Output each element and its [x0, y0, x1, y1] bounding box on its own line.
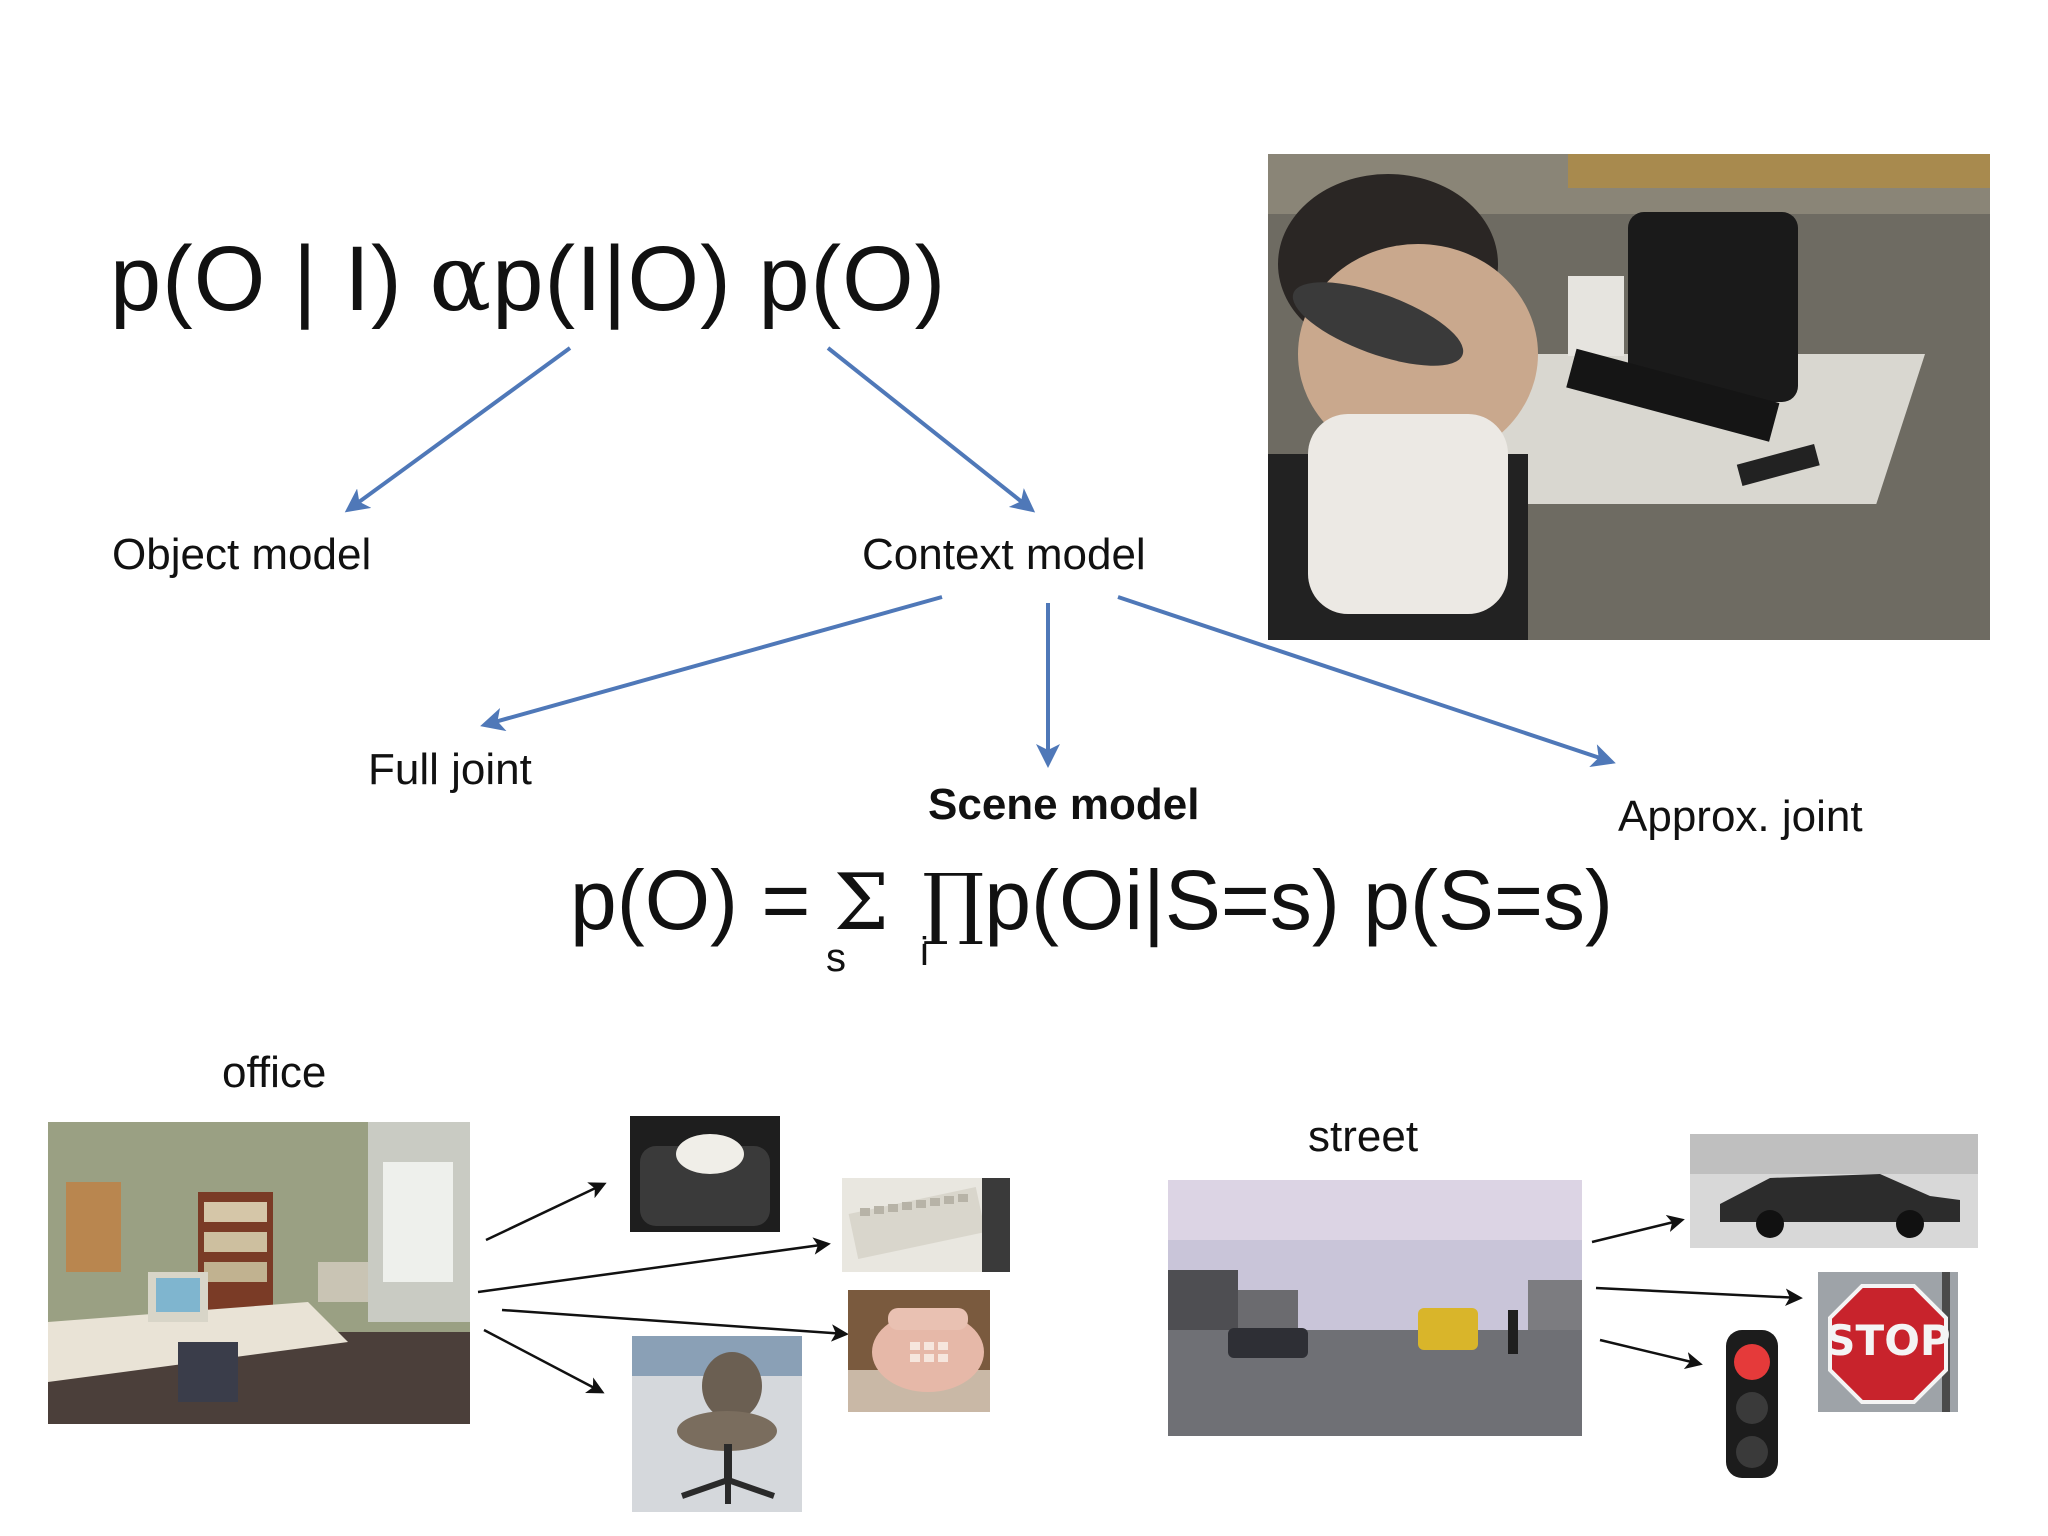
street-scene-photo: [1168, 1180, 1582, 1436]
sum-symbol: Σ: [833, 858, 889, 948]
product-symbol: ∏: [922, 858, 985, 948]
arrow-office-to-phone: [501, 1308, 849, 1342]
office-chair-photo: [632, 1336, 802, 1512]
formula-bayes: p(O | I) αp(I|O) p(O): [110, 225, 946, 332]
formula-scene-lhs: p(O) =: [570, 853, 811, 947]
product-subscript: i: [920, 930, 929, 974]
arrow-to-object-model: [344, 346, 572, 513]
arrow-office-to-chair: [483, 1328, 605, 1394]
formula-scene: p(O) = Σ ∏p(Oi|S=s) p(S=s): [570, 852, 1613, 949]
approx-joint-label: Approx. joint: [1618, 792, 1863, 841]
arrow-street-to-light: [1599, 1338, 1703, 1370]
arrow-to-full-joint: [480, 595, 943, 732]
formula-scene-rhs: p(Oi|S=s) p(S=s): [984, 853, 1613, 947]
arrow-to-context-model: [826, 346, 1036, 513]
telephone-photo: [848, 1290, 990, 1412]
car-photo: [1690, 1134, 1978, 1248]
keyboard-photo: [842, 1178, 1010, 1272]
stop-sign-photo: STOP: [1818, 1272, 1958, 1412]
formula-likelihood-prior: p(I|O) p(O): [492, 228, 947, 330]
street-scene-label: street: [1308, 1112, 1419, 1161]
office-person-photo: [1268, 154, 1990, 640]
traffic-light-photo: [1720, 1330, 1784, 1478]
sum-subscript: s: [826, 936, 846, 980]
arrow-to-approx-joint: [1117, 595, 1616, 768]
full-joint-label: Full joint: [368, 745, 532, 794]
context-model-label: Context model: [862, 530, 1146, 579]
office-scene-photo: [48, 1122, 470, 1424]
formula-alpha: α: [429, 225, 493, 332]
stop-sign-text: STOP: [1825, 1316, 1951, 1365]
arrow-street-to-stop: [1595, 1286, 1803, 1307]
arrow-office-to-keyboard: [477, 1237, 831, 1294]
scene-model-label: Scene model: [928, 780, 1200, 829]
arrow-office-to-trash: [485, 1182, 607, 1242]
office-scene-label: office: [222, 1048, 327, 1097]
trash-can-photo: [630, 1116, 780, 1232]
object-model-label: Object model: [112, 530, 372, 579]
formula-posterior: p(O | I): [110, 228, 403, 330]
arrow-street-to-car: [1591, 1214, 1685, 1244]
